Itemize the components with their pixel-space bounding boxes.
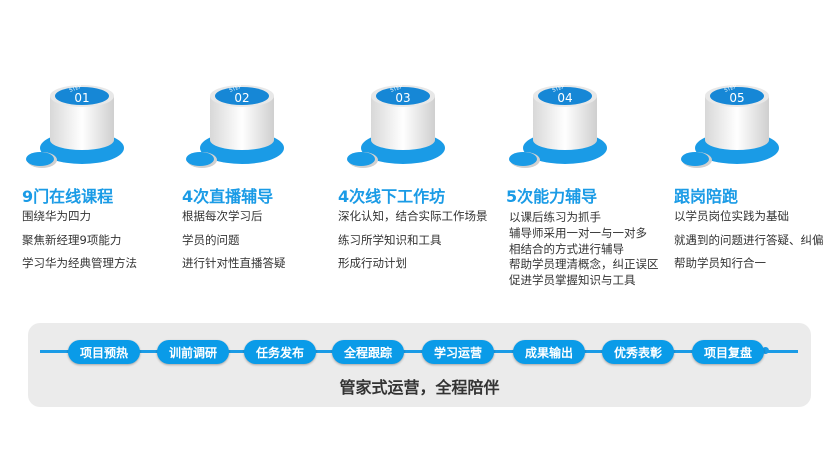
step-title: 9门在线课程 <box>22 187 114 206</box>
timeline-track <box>40 350 798 353</box>
step-number: 01 <box>74 91 89 105</box>
step-number: 02 <box>234 91 249 105</box>
step-description-line: 帮助学员理清概念，纠正误区 <box>509 257 659 272</box>
step-description-line: 以学员岗位实践为基础 <box>674 209 789 223</box>
step-badge: STEP <box>552 84 566 94</box>
step-cylinder-icon: STEP 02 <box>186 84 284 168</box>
timeline-stage: 任务发布 <box>244 340 316 364</box>
step-description-line: 聚焦新经理9项能力 <box>22 232 122 247</box>
step-description-line: 就遇到的问题进行答疑、纠偏 <box>674 232 824 247</box>
timeline-panel <box>28 323 811 407</box>
step-badge: STEP <box>229 84 243 94</box>
timeline-stage: 成果输出 <box>513 340 585 364</box>
step-description-line: 练习所学知识和工具 <box>338 232 442 247</box>
step-description-line: 学习华为经典管理方法 <box>22 256 137 270</box>
timeline-stage: 训前调研 <box>157 340 229 364</box>
step-cylinder-icon: STEP 01 <box>26 84 124 168</box>
step-cylinder-icon: STEP 03 <box>347 84 445 168</box>
step-cylinder-icon: STEP 05 <box>681 84 779 168</box>
timeline-dot <box>762 347 769 354</box>
step-title: 4次线下工作坊 <box>338 187 446 206</box>
step-description-line: 围绕华为四力 <box>22 209 91 223</box>
step-cylinder-icon: STEP 04 <box>509 84 607 168</box>
step-number: 04 <box>557 91 572 105</box>
step-description-line: 帮助学员知行合一 <box>674 256 766 270</box>
step-title: 跟岗陪跑 <box>674 187 739 206</box>
step-description-line: 促进学员掌握知识与工具 <box>509 273 636 288</box>
step-description-line: 以课后练习为抓手 <box>509 210 601 224</box>
timeline-stage: 项目预热 <box>68 340 140 364</box>
timeline-stage: 全程跟踪 <box>332 340 404 364</box>
step-description-line: 相结合的方式进行辅导 <box>509 241 624 256</box>
step-title: 4次直播辅导 <box>182 187 274 206</box>
step-number: 03 <box>395 91 410 105</box>
step-badge: STEP <box>69 84 83 94</box>
timeline-stage: 优秀表彰 <box>602 340 674 364</box>
footer-slogan: 管家式运营，全程陪伴 <box>339 378 500 397</box>
step-description-line: 进行针对性直播答疑 <box>182 256 286 270</box>
step-description-line: 学员的问题 <box>182 232 240 247</box>
timeline-stage: 学习运营 <box>422 340 494 364</box>
step-number: 05 <box>729 91 744 105</box>
step-description-line: 辅导师采用一对一与一对多 <box>509 225 647 240</box>
step-title: 5次能力辅导 <box>506 187 598 206</box>
timeline-stage: 项目复盘 <box>692 340 764 364</box>
step-description-line: 形成行动计划 <box>338 256 407 270</box>
step-description-line: 根据每次学习后 <box>182 209 263 223</box>
step-badge: STEP <box>390 84 404 94</box>
step-badge: STEP <box>724 84 738 94</box>
step-description-line: 深化认知，结合实际工作场景 <box>338 209 488 223</box>
